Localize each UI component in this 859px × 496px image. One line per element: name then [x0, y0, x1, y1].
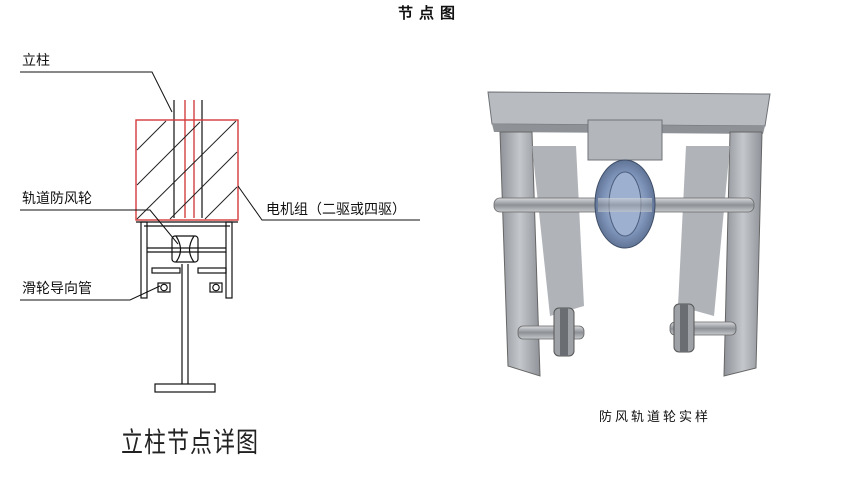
bracket-frame — [136, 221, 238, 299]
leader-anti-wind-wheel — [20, 209, 179, 245]
label-pulley-guide-tube: 滑轮导向管 — [22, 281, 92, 297]
anti-wind-wheel-sketch — [171, 235, 199, 263]
right-guide-roller — [669, 303, 737, 353]
section-hatching — [136, 120, 238, 220]
label-column: 立柱 — [22, 53, 50, 69]
label-motor-group: 电机组（二驱或四驱） — [266, 199, 406, 219]
left-bracket — [499, 131, 541, 377]
section-box — [135, 119, 239, 221]
anti-wind-wheel-photo — [487, 91, 771, 377]
right-arm — [678, 146, 730, 316]
column-node-detail-drawing — [20, 71, 420, 393]
page-title: 节点图 — [397, 4, 461, 22]
leader-motor-group — [237, 185, 420, 221]
right-bracket — [723, 131, 763, 377]
label-motor-group-main: 电机组 — [266, 202, 308, 218]
label-motor-group-note: （二驱或四驱） — [308, 202, 406, 218]
caption-detail: 立柱节点详图 — [120, 427, 259, 459]
column-red-lines — [184, 100, 195, 218]
leader-column — [20, 71, 173, 113]
left-guide-roller — [517, 307, 585, 357]
leader-pulley-guide-tube — [20, 285, 161, 301]
label-anti-wind-wheel: 轨道防风轮 — [22, 191, 92, 207]
caption-photo: 防风轨道轮实样 — [598, 410, 711, 425]
guide-rollers — [151, 267, 227, 293]
wheel-mount — [587, 119, 663, 161]
i-beam — [154, 264, 216, 393]
anti-wind-wheel — [594, 159, 656, 249]
left-arm — [532, 146, 584, 316]
